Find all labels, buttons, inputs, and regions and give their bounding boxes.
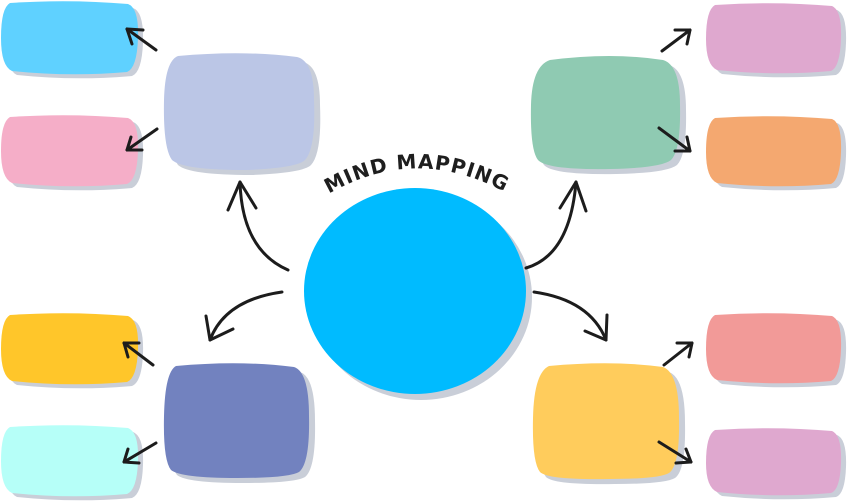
leaf-node-bottom-left-1[interactable] <box>1 313 144 389</box>
arrow-bottom-left-to-leaf-2 <box>122 441 158 465</box>
arrow-top-right-to-leaf-1 <box>660 28 692 53</box>
arrow-center-to-bottom-left <box>204 290 284 342</box>
leaf-node-top-right-1[interactable] <box>706 3 847 78</box>
arrow-top-left-to-leaf-1 <box>125 27 158 52</box>
leaf-node-top-right-2[interactable] <box>706 116 847 191</box>
leaf-node-top-left-1[interactable] <box>1 1 144 79</box>
branch-node-top-left[interactable] <box>163 53 321 175</box>
arrow-bottom-right-to-leaf-2 <box>657 440 693 465</box>
arrow-center-to-top-right <box>524 180 588 270</box>
leaf-node-bottom-right-1[interactable] <box>706 313 847 388</box>
arrow-center-to-top-left <box>226 180 290 272</box>
leaf-node-bottom-right-2[interactable] <box>706 428 847 500</box>
arrow-center-to-bottom-right <box>532 290 609 342</box>
arrow-bottom-left-to-leaf-1 <box>122 341 155 367</box>
central-node[interactable] <box>304 188 532 400</box>
branch-node-bottom-right[interactable] <box>532 363 686 485</box>
branch-node-bottom-left[interactable] <box>163 363 316 483</box>
branch-node-top-right[interactable] <box>530 56 687 175</box>
arrow-top-right-to-leaf-2 <box>657 126 692 153</box>
arrow-bottom-right-to-leaf-1 <box>662 341 694 367</box>
leaf-node-bottom-left-2[interactable] <box>1 425 144 501</box>
leaf-node-top-left-2[interactable] <box>1 115 144 191</box>
arrow-top-left-to-leaf-2 <box>125 127 159 152</box>
